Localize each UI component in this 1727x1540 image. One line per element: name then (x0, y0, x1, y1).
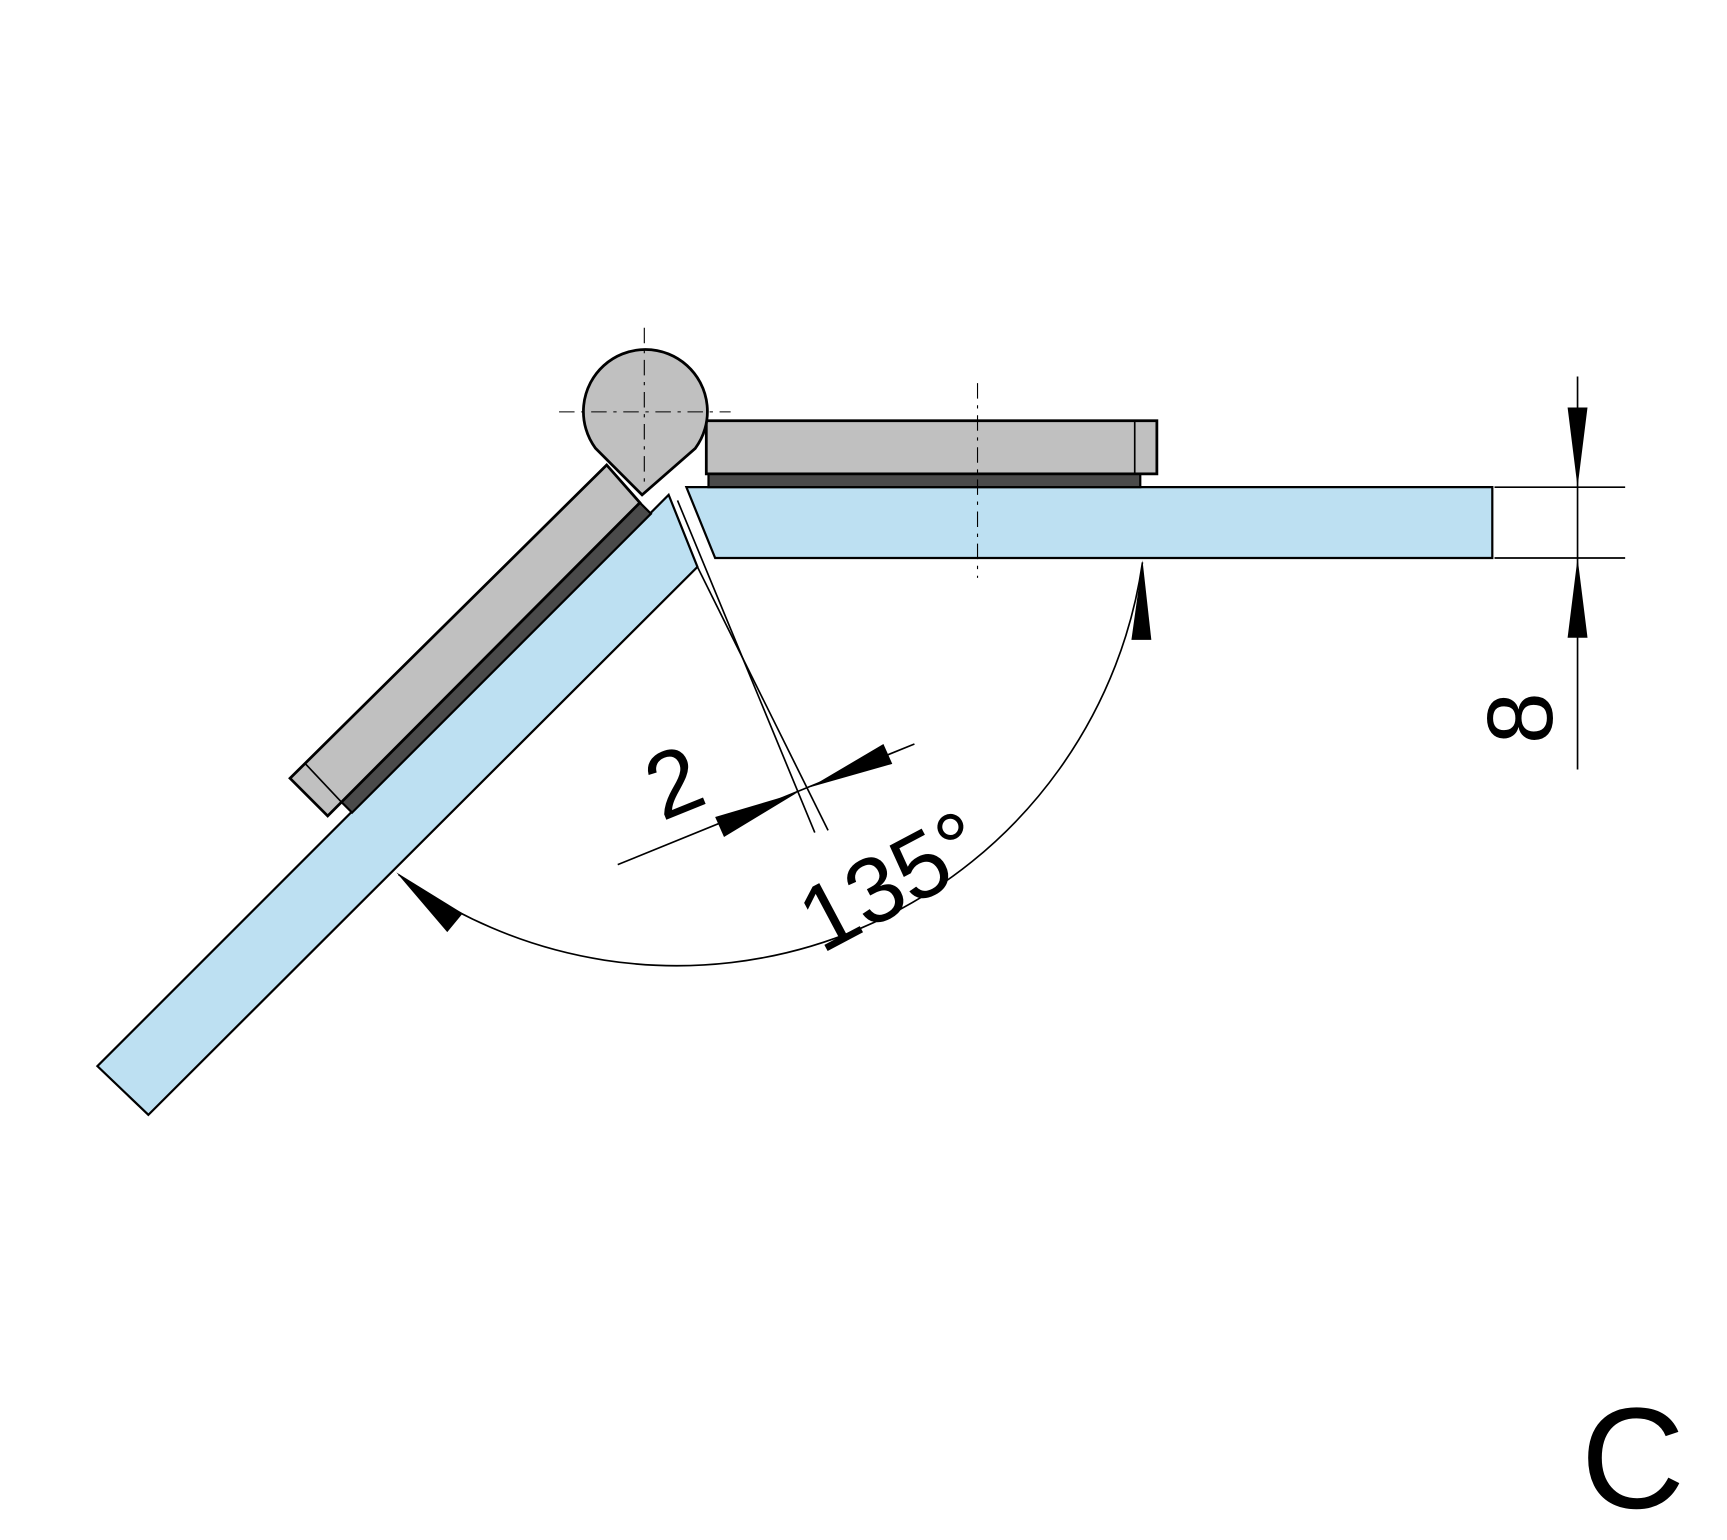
plate-edge-line (304, 763, 342, 803)
arrowhead (810, 743, 893, 788)
fixed-clamp-plate (704, 419, 1159, 476)
swing-glass-panel (95, 492, 699, 1117)
gap-extension-line (696, 566, 829, 831)
thickness-dimension-label: 8 (1468, 692, 1572, 744)
arrowhead (715, 792, 798, 837)
arrowhead (396, 872, 463, 933)
variant-letter: C (1581, 1379, 1685, 1539)
arrowhead (1567, 557, 1588, 638)
hinge-knuckle (582, 348, 709, 497)
angle-dimension-arc (398, 562, 1144, 967)
fixed-gasket (707, 472, 1142, 489)
swing-clamp-plate (288, 462, 642, 818)
fixed-glass-panel (684, 486, 1494, 560)
arrowhead (1131, 560, 1152, 640)
gap-dimension-label: 2 (631, 724, 718, 840)
center-lines (559, 327, 979, 578)
arrowhead (1567, 407, 1588, 488)
